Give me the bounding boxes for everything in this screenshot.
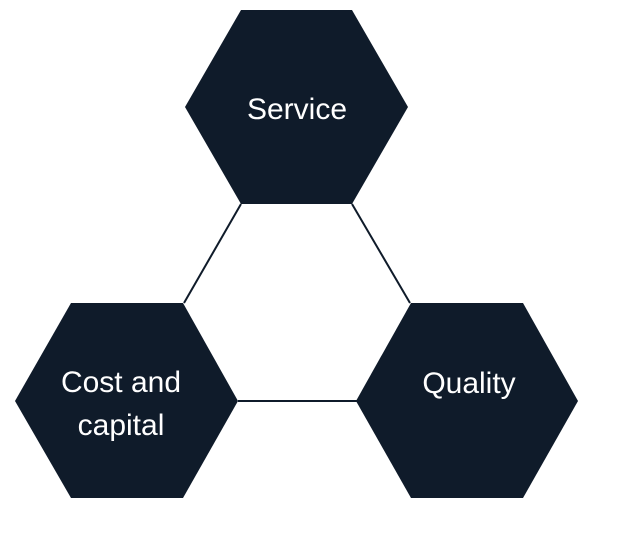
hexagon-shape — [15, 303, 238, 498]
cost-and-capital-label-line2: capital — [78, 409, 165, 442]
connector-service-quality — [351, 203, 411, 304]
hexagon-quality: Quality — [356, 303, 578, 498]
hexagon-shape — [356, 303, 578, 498]
connector-service-cost — [183, 203, 242, 304]
hexagon-cost-and-capital: Cost and capital — [15, 303, 238, 498]
quality-label: Quality — [422, 367, 515, 400]
hexagon-shape — [185, 10, 408, 204]
cost-and-capital-label-line1: Cost and — [61, 366, 181, 399]
service-label: Service — [247, 93, 347, 126]
hexagon-service: Service — [185, 10, 408, 204]
